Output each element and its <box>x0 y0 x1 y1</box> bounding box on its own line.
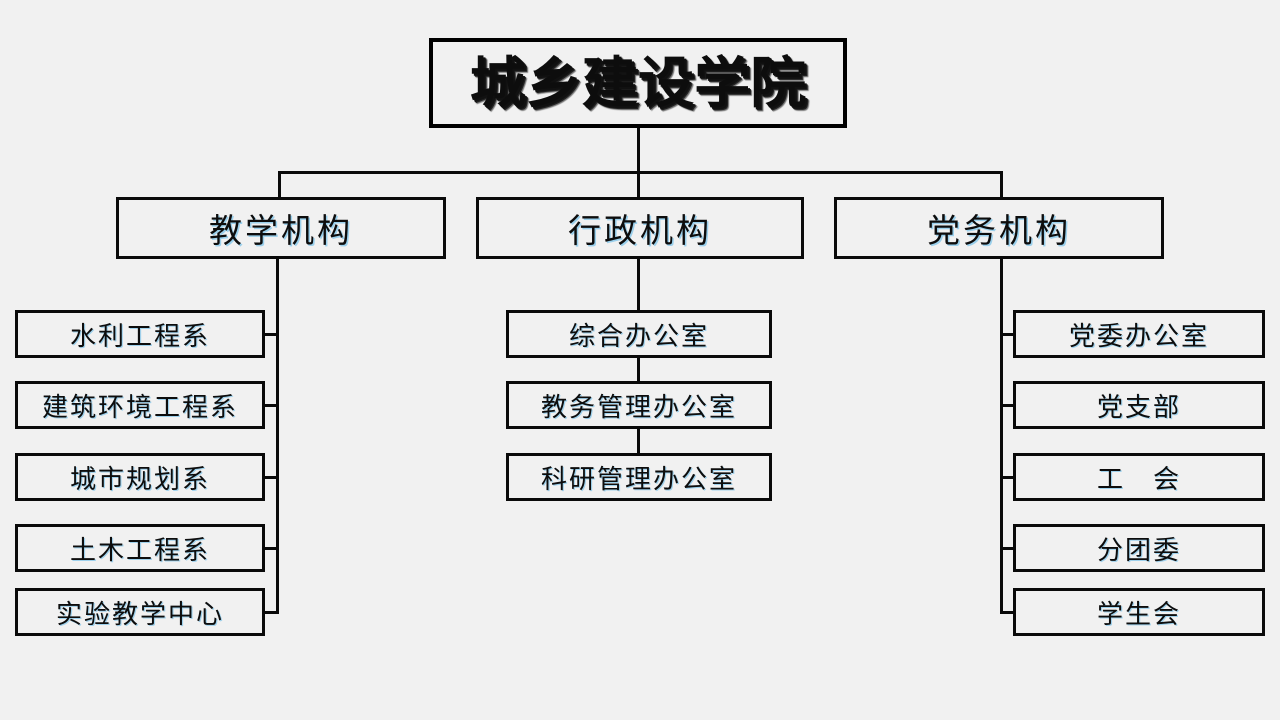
org-node-party-child-1-label: 党支部 <box>1096 392 1181 422</box>
org-node-party-child-2[interactable]: 工 会 <box>1013 453 1265 501</box>
org-node-administrative-label: 行政机构 <box>568 214 712 250</box>
connector-stub-party-3 <box>1000 547 1017 550</box>
org-node-party-child-0[interactable]: 党委办公室 <box>1013 310 1265 358</box>
org-node-administrative-child-0-label: 综合办公室 <box>568 321 709 351</box>
org-node-administrative-child-2[interactable]: 科研管理办公室 <box>506 453 772 501</box>
org-node-root-label: 城乡建设学院 <box>469 50 807 115</box>
org-node-party-child-3-label: 分团委 <box>1096 535 1181 565</box>
org-node-root[interactable]: 城乡建设学院 <box>429 38 847 128</box>
connector-stub-party-0 <box>1000 333 1017 336</box>
connector-administrative-0 <box>637 259 640 310</box>
org-node-party-child-4[interactable]: 学生会 <box>1013 588 1265 636</box>
connector-stub-teaching-2 <box>262 476 279 479</box>
connector-root-trunk <box>637 128 640 173</box>
connector-stub-teaching-1 <box>262 404 279 407</box>
org-node-teaching-child-4[interactable]: 实验教学中心 <box>15 588 265 636</box>
connector-spine-teaching <box>276 259 279 613</box>
connector-administrative-1 <box>637 358 640 381</box>
connector-drop-administrative <box>637 171 640 198</box>
connector-stub-teaching-4 <box>262 611 279 614</box>
org-node-teaching-label: 教学机构 <box>209 214 353 250</box>
org-node-teaching-child-3-label: 土木工程系 <box>69 535 210 565</box>
org-node-party-child-0-label: 党委办公室 <box>1068 321 1209 351</box>
connector-distribution-bar <box>278 171 1003 174</box>
org-node-teaching-child-3[interactable]: 土木工程系 <box>15 524 265 572</box>
connector-stub-teaching-0 <box>262 333 279 336</box>
org-node-teaching-child-0-label: 水利工程系 <box>69 321 210 351</box>
connector-drop-party <box>1000 171 1003 198</box>
connector-stub-party-1 <box>1000 404 1017 407</box>
org-node-teaching[interactable]: 教学机构 <box>116 197 446 259</box>
org-node-teaching-child-2[interactable]: 城市规划系 <box>15 453 265 501</box>
org-node-party-child-3[interactable]: 分团委 <box>1013 524 1265 572</box>
org-node-party-child-2-label: 工 会 <box>1096 464 1181 494</box>
org-node-party-label: 党务机构 <box>927 214 1071 250</box>
org-node-party-child-4-label: 学生会 <box>1096 599 1181 629</box>
org-node-teaching-child-1-label: 建筑环境工程系 <box>41 392 238 422</box>
connector-spine-party <box>1000 259 1003 613</box>
org-node-teaching-child-4-label: 实验教学中心 <box>55 599 224 629</box>
connector-stub-teaching-3 <box>262 547 279 550</box>
org-node-administrative[interactable]: 行政机构 <box>476 197 804 259</box>
org-node-administrative-child-2-label: 科研管理办公室 <box>540 464 737 494</box>
connector-administrative-2 <box>637 429 640 453</box>
org-node-administrative-child-1-label: 教务管理办公室 <box>540 392 737 422</box>
org-node-teaching-child-2-label: 城市规划系 <box>69 464 210 494</box>
org-node-teaching-child-0[interactable]: 水利工程系 <box>15 310 265 358</box>
org-node-administrative-child-0[interactable]: 综合办公室 <box>506 310 772 358</box>
connector-drop-teaching <box>278 171 281 198</box>
org-node-party-child-1[interactable]: 党支部 <box>1013 381 1265 429</box>
connector-stub-party-2 <box>1000 476 1017 479</box>
connector-stub-party-4 <box>1000 611 1017 614</box>
org-node-party[interactable]: 党务机构 <box>834 197 1164 259</box>
org-node-administrative-child-1[interactable]: 教务管理办公室 <box>506 381 772 429</box>
org-node-teaching-child-1[interactable]: 建筑环境工程系 <box>15 381 265 429</box>
